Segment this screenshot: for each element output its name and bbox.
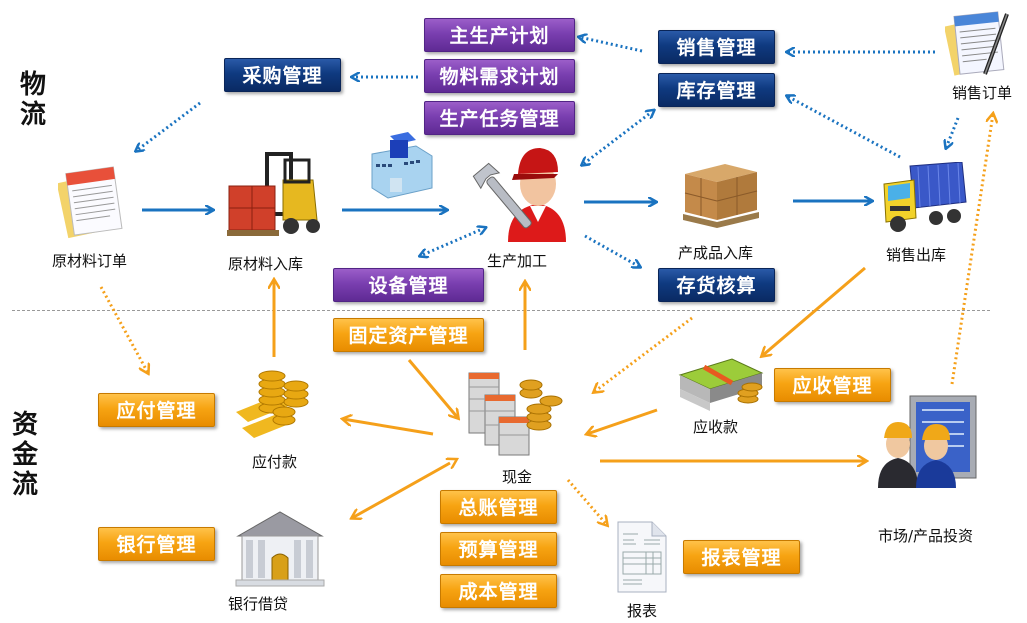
section-title-logistics: 物流 bbox=[19, 70, 46, 130]
arrow-inventory-production bbox=[582, 114, 649, 165]
arrow-accounting-to-cash bbox=[594, 316, 693, 392]
arrow-fixed-to-cash bbox=[407, 359, 458, 418]
section-title-cashflow: 资金流 bbox=[11, 410, 38, 500]
engineers-board-icon bbox=[878, 395, 977, 488]
coins-cards-icon bbox=[236, 370, 309, 438]
money-bundle-icon bbox=[678, 358, 764, 411]
bank-building-icon bbox=[235, 511, 325, 587]
node-label-raw-order: 原材料订单 bbox=[52, 252, 128, 270]
bank-mgmt-box[interactable]: 银行管理 bbox=[98, 527, 215, 561]
container-truck-icon bbox=[883, 162, 967, 232]
ledger-mgmt-box[interactable]: 总账管理 bbox=[440, 490, 557, 524]
node-label-sales-outbound: 销售出库 bbox=[886, 246, 947, 264]
node-label-payable: 应付款 bbox=[252, 453, 298, 471]
factory-building-icon bbox=[371, 132, 433, 199]
arrow-outbound-to-inventory bbox=[787, 96, 901, 159]
equipment-mgmt-box[interactable]: 设备管理 bbox=[333, 268, 484, 302]
arrow-receivable-to-cash bbox=[587, 408, 658, 434]
arrow-production-equipment bbox=[420, 230, 480, 256]
readme-document-icon bbox=[58, 166, 123, 239]
arrow-order-to-payable bbox=[99, 286, 148, 373]
cardboard-boxes-icon bbox=[683, 164, 759, 228]
purchasing-mgmt-box[interactable]: 采购管理 bbox=[224, 58, 341, 92]
receivable-mgmt-box[interactable]: 应收管理 bbox=[774, 368, 891, 402]
node-label-raw-inbound: 原材料入库 bbox=[228, 255, 304, 273]
node-label-market-invest: 市场/产品投资 bbox=[878, 527, 974, 545]
arrow-market-to-order bbox=[950, 114, 993, 385]
mrp-box[interactable]: 物料需求计划 bbox=[424, 59, 575, 93]
node-label-cash: 现金 bbox=[502, 468, 533, 486]
node-label-report: 报表 bbox=[627, 602, 658, 620]
section-divider bbox=[12, 310, 990, 311]
inventory-accounting-box[interactable]: 存货核算 bbox=[658, 268, 775, 302]
arrow-cash-bank bbox=[352, 463, 450, 518]
sales-mgmt-box[interactable]: 销售管理 bbox=[658, 30, 775, 64]
payable-mgmt-box[interactable]: 应付管理 bbox=[98, 393, 215, 427]
txt-document-pen-icon bbox=[945, 11, 1009, 76]
arrow-sales-to-plan bbox=[579, 37, 643, 53]
task-mgmt-box[interactable]: 生产任务管理 bbox=[424, 101, 575, 135]
node-label-production: 生产加工 bbox=[487, 252, 548, 270]
forklift-icon bbox=[227, 152, 320, 236]
node-label-bank-loan: 银行借贷 bbox=[228, 595, 289, 613]
fixed-assets-box[interactable]: 固定资产管理 bbox=[333, 318, 484, 352]
arrow-order-to-outbound bbox=[946, 117, 960, 148]
arrow-cash-to-report bbox=[566, 479, 607, 525]
node-label-sales-order: 销售订单 bbox=[952, 84, 1013, 102]
invoice-icon bbox=[617, 521, 667, 593]
arrow-purchasing-to-order bbox=[136, 101, 201, 151]
node-label-receivable: 应收款 bbox=[693, 418, 739, 436]
budget-mgmt-box[interactable]: 预算管理 bbox=[440, 532, 557, 566]
cost-mgmt-box[interactable]: 成本管理 bbox=[440, 574, 557, 608]
arrow-production-to-accounting bbox=[584, 234, 640, 267]
inventory-mgmt-box[interactable]: 库存管理 bbox=[658, 73, 775, 107]
master-plan-box[interactable]: 主生产计划 bbox=[424, 18, 575, 52]
report-mgmt-box[interactable]: 报表管理 bbox=[683, 540, 800, 574]
worker-wrench-icon bbox=[472, 148, 566, 242]
cash-stack-icon bbox=[468, 372, 563, 456]
arrow-cash-to-payable bbox=[343, 419, 434, 436]
node-label-finished-inbound: 产成品入库 bbox=[678, 244, 754, 262]
arrow-outbound-to-receivable bbox=[762, 266, 866, 356]
